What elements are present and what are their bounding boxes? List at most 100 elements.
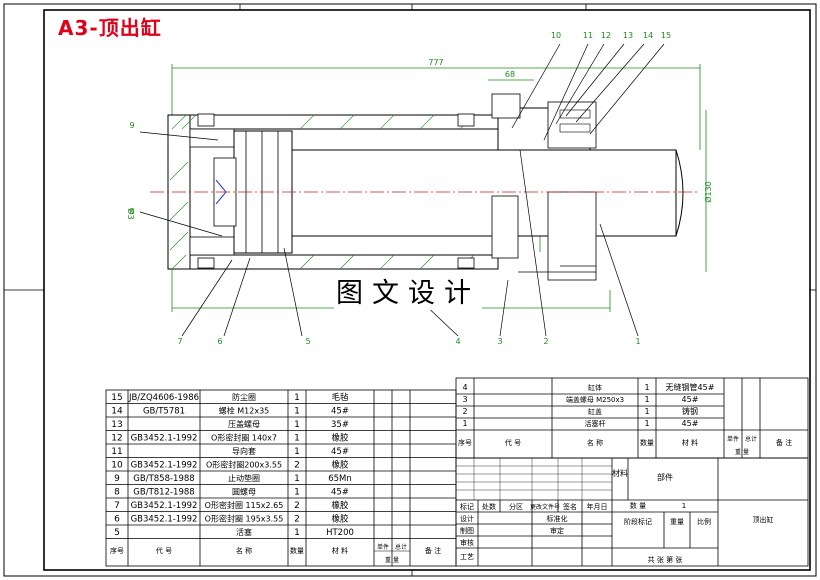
part-seq: 6: [114, 515, 120, 525]
part-material: 35#: [331, 420, 349, 430]
tb-proof: 制图: [460, 526, 474, 535]
part-name: O形密封圈 195x3.55: [205, 514, 284, 524]
dim-overall-length: 777: [428, 58, 443, 67]
header-material: 材 料: [682, 438, 698, 447]
header-total-weight: 总计: [745, 435, 757, 443]
part-seq: 15: [111, 393, 122, 403]
part-material: 45#: [331, 407, 349, 417]
part-seq: 9: [114, 474, 120, 484]
part-material: 橡胶: [331, 460, 349, 471]
tb-stage-mark: 阶段标记: [624, 517, 652, 526]
part-qty: 1: [644, 383, 649, 392]
part-seq: 14: [111, 407, 123, 417]
tb-process: 工艺: [460, 553, 474, 561]
tb-sheets: 共 张 第 张: [648, 555, 683, 564]
callout-14: 14: [643, 31, 653, 40]
part-name: 活塞杆: [585, 419, 606, 428]
tb-standardize: 标准化: [547, 514, 568, 523]
part-material: 毛毡: [331, 392, 349, 403]
header-seq: 序号: [110, 546, 124, 555]
part-name: O形密封圈 140x7: [211, 433, 277, 443]
part-name: 缸盖: [588, 407, 602, 416]
dim-left-dia: Ø3: [126, 208, 136, 219]
header-seq: 序号: [458, 438, 472, 447]
part-qty: 1: [644, 395, 649, 404]
tb-qty-value: 1: [682, 502, 686, 510]
header-total-weight: 总计: [395, 543, 407, 551]
part-name: O形密封圈200x3.55: [206, 460, 282, 470]
part-material: HT200: [326, 528, 354, 538]
header-material: 材 料: [332, 546, 348, 555]
part-qty: 1: [294, 434, 300, 444]
part-code: GB/T858-1988: [133, 474, 194, 484]
part-seq: 7: [114, 501, 120, 511]
tb-qty-label: 数 量: [630, 501, 646, 510]
part-code: GB3452.1-1992: [131, 501, 198, 511]
part-qty: 1: [644, 407, 649, 416]
part-name: 圆螺母: [232, 487, 256, 497]
part-material: 橡胶: [331, 500, 349, 511]
part-qty: 1: [294, 528, 300, 538]
part-material: 45#: [331, 488, 349, 498]
part-name: 螺栓 M12x35: [219, 406, 270, 416]
callout-7: 7: [177, 337, 182, 346]
callout-2: 2: [543, 337, 548, 346]
material-label: 材料: [612, 468, 628, 478]
tb-part-name: 顶出缸: [753, 515, 774, 524]
header-unit-weight: 单件: [727, 435, 739, 443]
tb-check: 审核: [460, 538, 474, 547]
header-qty: 数量: [640, 438, 654, 447]
tb-mark: 标记: [460, 502, 474, 511]
header-unit-weight: 单件: [377, 543, 389, 551]
part-material: 45#: [331, 447, 349, 457]
callout-10: 10: [551, 31, 561, 40]
dim-diameter: Ø130: [703, 181, 713, 203]
callout-13: 13: [623, 31, 633, 40]
part-name: 防尘圈: [232, 392, 256, 402]
callout-1: 1: [635, 337, 640, 346]
tb-scale: 比例: [697, 517, 711, 526]
part-seq: 4: [462, 383, 467, 392]
callout-8: 8: [129, 207, 134, 216]
part-seq: 12: [111, 434, 122, 444]
header-weight: 重 量: [385, 556, 399, 564]
part-seq: 8: [114, 488, 120, 498]
part-material: 65Mn: [328, 474, 352, 484]
part-qty: 1: [294, 474, 300, 484]
part-name: 活塞: [236, 527, 252, 537]
part-qty: 1: [294, 447, 300, 457]
part-code: GB3452.1-1992: [131, 461, 198, 471]
part-seq: 13: [111, 420, 122, 430]
part-qty: 2: [294, 461, 300, 471]
drawing-title: A3-顶出缸: [58, 16, 162, 40]
callout-15: 15: [661, 31, 671, 40]
sheet-border: [3, 3, 817, 577]
title-block-frame: [455, 377, 809, 567]
tb-design: 设计: [460, 514, 474, 523]
part-name: O形密封圈 115x2.65: [205, 500, 284, 510]
part-material: 橡胶: [331, 433, 349, 444]
part-code: GB3452.1-1992: [131, 515, 198, 525]
tb-doc: 更改文件号: [530, 503, 560, 511]
part-code: JB/ZQ4606-1986: [128, 393, 199, 403]
part-qty: 1: [294, 420, 300, 430]
part-material: 无缝钢管45#: [666, 382, 715, 392]
tb-date: 年月日: [587, 502, 608, 511]
header-name: 名 称: [236, 546, 252, 555]
callout-4: 4: [455, 337, 460, 346]
part-seq: 11: [111, 447, 122, 457]
part-material: 45#: [682, 395, 699, 404]
callout-12: 12: [601, 31, 611, 40]
part-qty: 1: [294, 488, 300, 498]
tb-weight: 重量: [670, 518, 684, 526]
part-material: 铸钢: [682, 406, 698, 416]
part-name: 止动垫圈: [228, 473, 260, 483]
part-material: 橡胶: [331, 514, 349, 525]
header-weight: 重 量: [735, 448, 749, 456]
part-seq: 5: [114, 528, 120, 538]
tb-review: 审定: [550, 526, 564, 535]
part-name: 端盖螺母 M250x3: [566, 395, 624, 404]
